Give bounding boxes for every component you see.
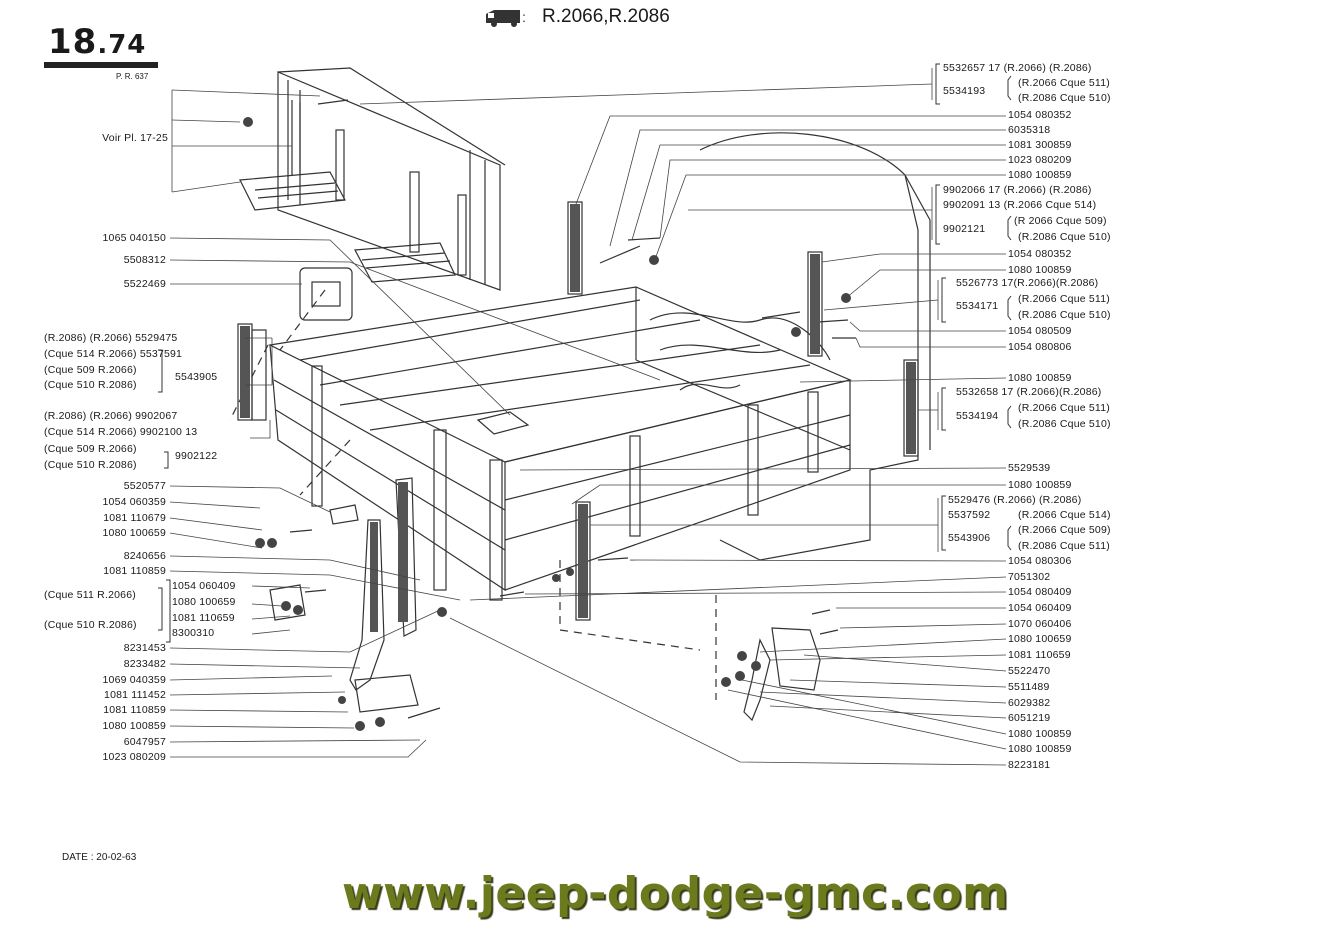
part-label: (R.2086 Cque 510) [1018,231,1111,243]
part-label: 1080 100659 [1008,633,1072,645]
part-label: 5522470 [1008,665,1051,677]
part-label: 1023 080209 [1008,154,1072,166]
part-label: 1054 080806 [1008,341,1072,353]
part-label: 1081 110859 [103,565,166,577]
part-label: 1080 100859 [1008,479,1072,491]
part-label: (R.2086 Cque 510) [1018,418,1111,430]
part-label: 1080 100859 [102,720,166,732]
part-label: 5534171 [956,300,999,312]
part-label: 5537592 [948,509,991,521]
part-label: (Cque 510 R.2086) [44,379,137,391]
part-label: 9902122 [175,450,218,462]
part-label: (Cque 509 R.2066) [44,364,137,376]
part-label: 9902066 17 (R.2066) (R.2086) [943,184,1092,196]
part-label: 5520577 [123,480,166,492]
part-label: 1080 100859 [1008,264,1072,276]
part-label: (R.2066 Cque 511) [1018,402,1110,414]
page-number: 18.74 [48,22,147,62]
part-label: 1054 060409 [1008,602,1072,614]
part-label: (R.2086 Cque 510) [1018,309,1111,321]
part-label: 1070 060406 [1008,618,1072,630]
part-label: 8300310 [172,627,215,639]
part-label: 5529476 (R.2066) (R.2086) [948,494,1082,506]
vehicle-models: R.2066,R.2086 [542,6,670,27]
part-label: 5532658 17 (R.2066)(R.2086) [956,386,1102,398]
part-label: 5532657 17 (R.2066) (R.2086) [943,62,1092,74]
part-label: 1065 040150 [102,232,166,244]
part-label: (Cque 511 R.2066) [44,589,136,601]
date-label: DATE : 20-02-63 [62,852,137,863]
part-label: (R.2066 Cque 514) [1018,509,1111,521]
part-label: 8223181 [1008,759,1051,771]
part-label: (Cque 514 R.2066) 5537591 [44,348,183,360]
part-label: (Cque 509 R.2066) [44,443,137,455]
part-label: 1054 060409 [172,580,236,592]
header-rule [44,62,158,68]
part-label: 1081 110859 [103,704,166,716]
part-label: 1054 080306 [1008,555,1072,567]
part-label: 1054 060359 [102,496,166,508]
part-label: 5511489 [1008,681,1050,693]
part-label: 1081 110659 [1008,649,1071,661]
watermark: www.jeep-dodge-gmc.com [342,868,1009,919]
part-label: (R.2086 Cque 511) [1018,540,1110,552]
part-label: 8233482 [123,658,166,670]
part-label: 1080 100859 [1008,728,1072,740]
part-label: 5529539 [1008,462,1051,474]
part-label: 1023 080209 [102,751,166,763]
part-label: 5543906 [948,532,991,544]
svg-text::: : [522,9,526,25]
part-label: (R.2086 Cque 510) [1018,92,1111,104]
part-label: 1080 100659 [102,527,166,539]
part-label: 1081 111452 [104,689,166,701]
part-label: 6035318 [1008,124,1051,136]
part-label: 8240656 [123,550,166,562]
part-label: 1080 100659 [172,596,236,608]
part-label: 1081 110679 [103,512,166,524]
part-label: 1054 080409 [1008,586,1072,598]
part-label: 6029382 [1008,697,1051,709]
part-label: 7051302 [1008,571,1051,583]
part-label: 5508312 [123,254,166,266]
part-label: 1080 100859 [1008,169,1072,181]
ref-voir: Voir Pl. 17-25 [102,132,168,144]
part-label: 5543905 [175,371,218,383]
part-label: (R.2066 Cque 511) [1018,293,1110,305]
part-label: (R.2086) (R.2066) 5529475 [44,332,178,344]
part-label: 5534193 [943,85,986,97]
part-label: 1054 080352 [1008,248,1072,260]
part-label: 5526773 17(R.2066)(R.2086) [956,277,1099,289]
part-label: 9902091 13 (R.2066 Cque 514) [943,199,1097,211]
part-label: 5534194 [956,410,999,422]
part-label: 6047957 [123,736,166,748]
part-label: (Cque 510 R.2086) [44,619,137,631]
part-label: 1054 080352 [1008,109,1072,121]
part-label: (Cque 510 R.2086) [44,459,137,471]
part-label: 5522469 [123,278,166,290]
part-label: 1054 080509 [1008,325,1072,337]
part-label: 1080 100859 [1008,743,1072,755]
part-label: 9902121 [943,223,986,235]
part-label: (R.2086) (R.2066) 9902067 [44,410,178,422]
part-label: 8231453 [123,642,166,654]
plate-reference: P. R. 637 [116,72,149,81]
part-label: 1081 300859 [1008,139,1072,151]
part-label: 1080 100859 [1008,372,1072,384]
part-label: (R.2066 Cque 511) [1018,77,1110,89]
van-icon: : [486,9,526,27]
part-label: (R.2066 Cque 509) [1018,524,1111,536]
part-label: 1081 110659 [172,612,235,624]
part-label: 6051219 [1008,712,1051,724]
part-label: 1069 040359 [102,674,166,686]
part-label: (Cque 514 R.2066) 9902100 13 [44,426,198,438]
part-label: (R 2066 Cque 509) [1014,215,1107,227]
